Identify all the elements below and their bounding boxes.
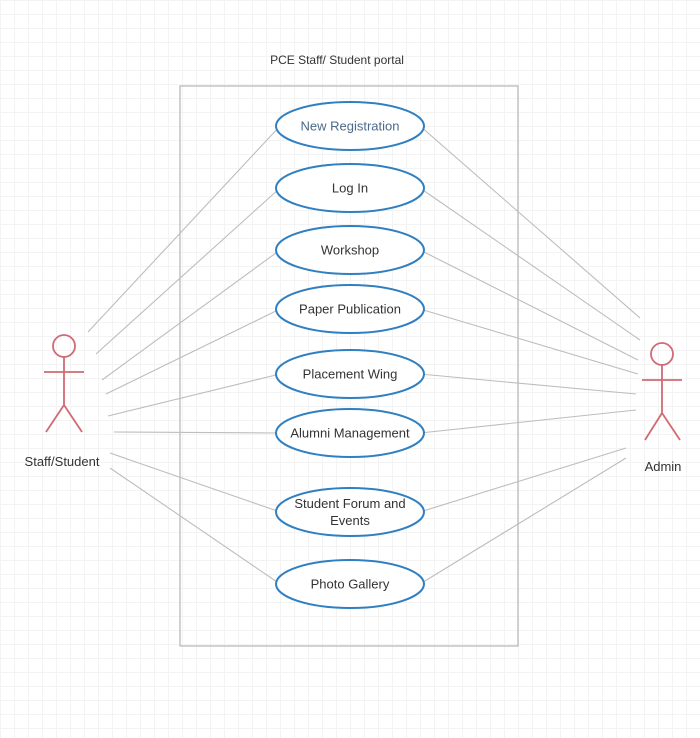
actor-left-leg-icon — [45, 404, 65, 433]
actor-left-leg-icon — [644, 412, 663, 441]
actor-label-staff-student: Staff/Student — [25, 454, 100, 469]
use-case-ellipse — [275, 225, 425, 275]
use-case-label: Student Forum and — [294, 496, 405, 511]
association-staff-placement-wing — [107, 373, 281, 417]
use-case-photo-gallery[interactable]: Photo Gallery — [275, 559, 425, 609]
actor-head-icon — [650, 342, 674, 366]
actor-right-leg-icon — [63, 404, 83, 433]
use-case-ellipse — [275, 163, 425, 213]
use-case-ellipse — [275, 101, 425, 151]
actor-staff-student[interactable]: Staff/Student — [25, 334, 100, 469]
actor-admin[interactable]: Admin — [642, 342, 682, 474]
association-staff-log-in — [95, 187, 281, 355]
use-case-alumni-management[interactable]: Alumni Management — [275, 408, 425, 458]
use-case-new-registration[interactable]: New Registration — [275, 101, 425, 151]
system-title: PCE Staff/ Student portal — [270, 53, 404, 67]
use-case-label: Paper Publication — [299, 302, 401, 317]
association-admin-placement-wing — [419, 373, 637, 395]
use-case-label: Photo Gallery — [311, 577, 390, 592]
actor-label-admin: Admin — [645, 459, 682, 474]
use-case-label: Events — [330, 513, 370, 528]
association-staff-workshop — [101, 249, 281, 381]
use-case-label: Workshop — [321, 243, 379, 258]
use-case-ellipse — [275, 349, 425, 399]
use-case-placement-wing[interactable]: Placement Wing — [275, 349, 425, 399]
use-case-log-in[interactable]: Log In — [275, 163, 425, 213]
association-lines — [87, 125, 641, 585]
association-admin-paper-publication — [419, 308, 639, 375]
system-boundary — [179, 85, 519, 647]
association-staff-student-forum-and-events — [109, 452, 281, 513]
association-admin-alumni-management — [419, 409, 637, 434]
use-case-ellipse — [275, 408, 425, 458]
association-staff-alumni-management — [113, 431, 281, 434]
use-case-ellipse — [275, 487, 425, 537]
association-staff-new-registration — [87, 125, 281, 333]
use-case-ellipse — [275, 284, 425, 334]
association-staff-paper-publication — [105, 308, 281, 395]
association-admin-new-registration — [419, 125, 641, 319]
use-case-paper-publication[interactable]: Paper Publication — [275, 284, 425, 334]
use-case-label: Alumni Management — [290, 426, 410, 441]
use-case-workshop[interactable]: Workshop — [275, 225, 425, 275]
association-admin-photo-gallery — [419, 457, 627, 585]
use-case-label: Placement Wing — [303, 367, 398, 382]
use-case-label: Log In — [332, 181, 368, 196]
actor-head-icon — [52, 334, 76, 358]
association-admin-workshop — [419, 249, 639, 361]
association-staff-photo-gallery — [109, 467, 281, 585]
use-case-ellipse — [275, 559, 425, 609]
actor-right-leg-icon — [661, 412, 681, 441]
association-admin-student-forum-and-events — [419, 447, 627, 513]
association-admin-log-in — [419, 187, 641, 341]
use-case-label: New Registration — [301, 119, 400, 134]
